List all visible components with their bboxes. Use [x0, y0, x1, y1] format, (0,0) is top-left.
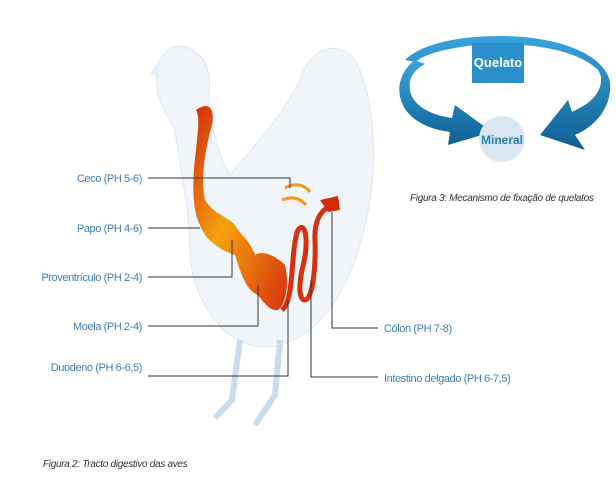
label-ceco: Ceco (PH 5-6)	[77, 173, 142, 185]
quelato-label: Quelato	[474, 55, 522, 70]
chicken-silhouette	[150, 45, 374, 427]
label-colon: Cólon (PH 7-8)	[384, 323, 452, 335]
leader-line-moela	[148, 285, 259, 327]
label-papo: Papo (PH 4-6)	[77, 223, 142, 235]
label-proventriculo: Proventrículo (PH 2-4)	[41, 272, 142, 284]
figure-2-caption: Figura 2: Tracto digestivo das aves	[43, 459, 188, 470]
mineral-circle	[479, 116, 525, 162]
figure-3-caption: Figura 3: Mecanismo de fixação de quelat…	[410, 193, 594, 204]
label-duodeno: Duodeno (PH 6-6,5)	[51, 362, 142, 374]
leader-line-proventriculo	[148, 240, 233, 278]
leader-line-duodeno	[148, 300, 289, 377]
leader-line-intestino	[310, 280, 378, 378]
quelato-box	[472, 43, 524, 83]
right-curved-arrow	[405, 36, 611, 150]
label-moela: Moela (PH 2-4)	[73, 321, 142, 333]
digestive-tract	[193, 105, 340, 312]
leader-line-ceco	[148, 177, 291, 188]
leader-line-colon	[331, 212, 378, 329]
left-curved-arrow	[399, 60, 492, 145]
label-intestino-delgado: Intestino delgado (PH 6-7,5)	[384, 373, 510, 385]
chelate-diagram: Quelato Mineral	[399, 36, 611, 162]
mineral-label: Mineral	[481, 133, 523, 147]
